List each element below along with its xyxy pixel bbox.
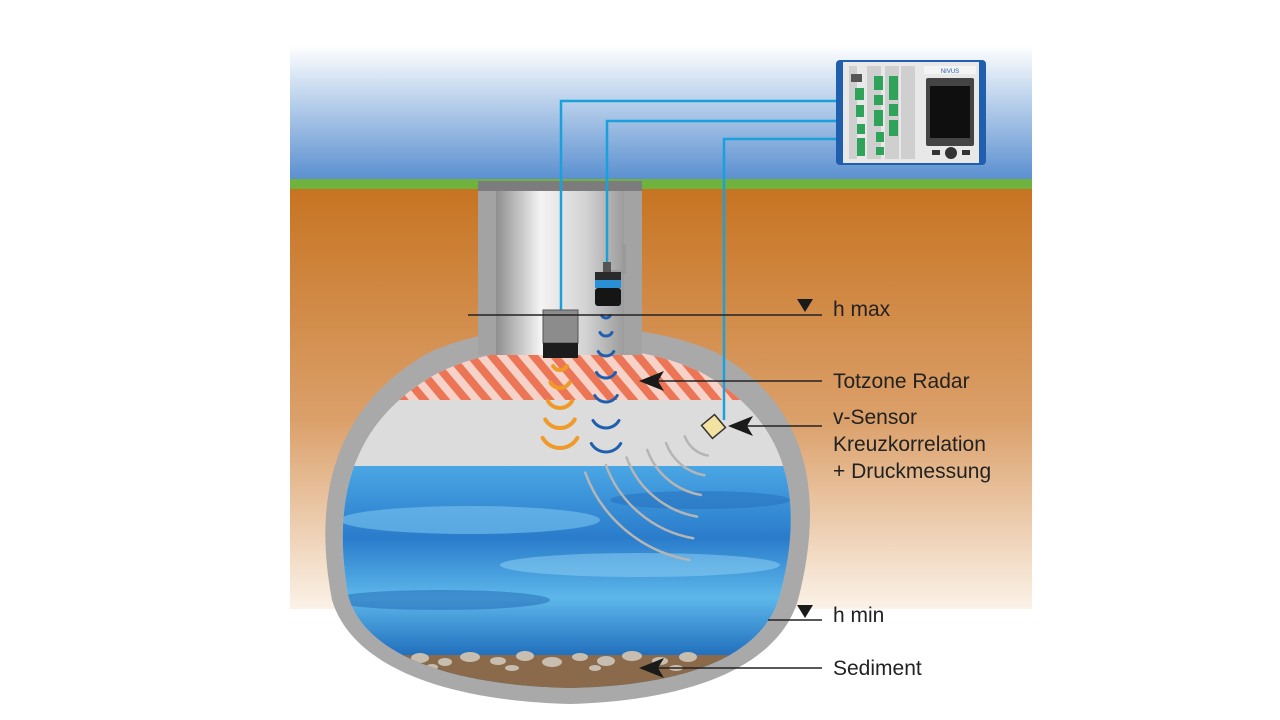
ultrasonic-wave xyxy=(598,331,614,338)
v-sensor-label: v-Sensor xyxy=(833,406,918,429)
radar-wave xyxy=(548,380,572,390)
transmitter-device-icon: NIVUS xyxy=(836,60,986,165)
v-sensor-wave xyxy=(683,435,710,457)
ultrasonic-wave xyxy=(594,371,618,380)
h-min-label: h min xyxy=(833,604,885,627)
sediment-stones xyxy=(411,651,697,671)
level-marker-icon xyxy=(797,605,813,618)
v-sensor-wave xyxy=(604,463,695,540)
v-sensor-wave xyxy=(664,441,706,477)
v-sensor-wave xyxy=(625,456,699,518)
v-sensor-wave xyxy=(645,448,703,497)
ultrasonic-wave xyxy=(589,442,623,454)
device-brand-text: NIVUS xyxy=(941,69,959,75)
h-max-label: h max xyxy=(833,298,891,321)
ultrasonic-wave xyxy=(600,314,612,320)
radar-wave xyxy=(543,417,577,430)
v-sensor-waves xyxy=(583,435,710,562)
sediment-label: Sediment xyxy=(833,657,922,680)
ultrasonic-sensor-icon xyxy=(595,244,626,306)
manhole-wall-right xyxy=(624,181,642,355)
ultrasonic-waves xyxy=(589,314,623,454)
ultrasonic-wave xyxy=(591,419,621,430)
radar-wave xyxy=(545,399,575,410)
radar-wave xyxy=(551,364,569,372)
sensor-cables xyxy=(559,99,838,420)
level-marker-icon xyxy=(797,299,813,312)
radar-wave xyxy=(540,436,580,450)
totzone-radar-label: Totzone Radar xyxy=(833,370,970,393)
arrow-icon xyxy=(639,371,664,391)
grass-strip xyxy=(290,179,1032,189)
kreuzkorrelation-label: Kreuzkorrelation xyxy=(833,433,986,456)
arrow-icon xyxy=(728,416,753,436)
druckmessung-label: + Druckmessung xyxy=(833,460,992,483)
radar-waves xyxy=(540,364,580,450)
v-sensor-wave xyxy=(583,471,691,562)
ultrasonic-wave xyxy=(596,350,616,358)
radar-sensor-icon xyxy=(542,309,579,358)
arrow-icon xyxy=(639,658,664,678)
water-body xyxy=(342,466,791,688)
v-sensor-icon xyxy=(700,413,727,440)
ultrasonic-wave xyxy=(593,394,619,404)
manhole-wall-left xyxy=(478,181,496,355)
